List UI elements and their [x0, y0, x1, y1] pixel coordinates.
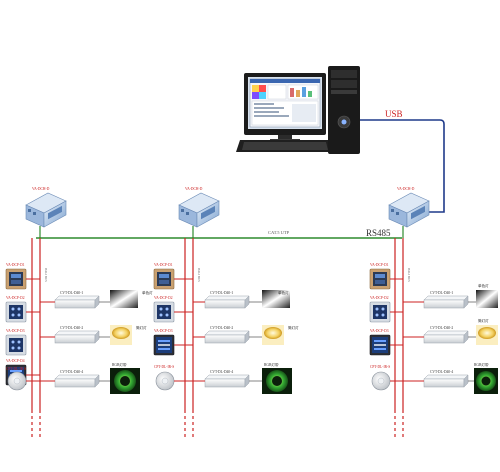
- panel-label: VA-DCP-D4: [6, 359, 25, 363]
- panel-label: VA-DCP-D1: [370, 263, 389, 267]
- lamp-label: RGB灯带: [474, 362, 489, 367]
- driver-label: CVT-DL-D40-1: [430, 291, 453, 295]
- panel-label: VA-DCP-D1: [154, 263, 173, 267]
- panel-label: VA-DCP-D2: [370, 296, 389, 300]
- sensor-1: CPT-DL-IR-S: [370, 365, 403, 391]
- lamp-label: 单色灯: [278, 290, 289, 295]
- panel-label: VA-DCP-D3: [370, 329, 389, 333]
- driver-2: CVT-DL-D40-2: [40, 326, 110, 344]
- panel-1: VA-DCP-D1: [369, 263, 403, 290]
- usb-cable: [360, 119, 445, 213]
- panel-3: VA-DCP-D3: [369, 329, 403, 356]
- gateway-label: VA-DCH-D: [185, 187, 203, 191]
- branch-bus-label: DALI BUS: [44, 268, 48, 282]
- led-strip-icon: RGB灯带: [474, 362, 498, 394]
- driver-label: CVT-DL-D40-1: [60, 291, 83, 295]
- lamp-label: 单色灯: [478, 283, 489, 288]
- driver-label: CVT-DL-D40-2: [210, 326, 233, 330]
- panel-label: VA-DCP-D3: [154, 329, 173, 333]
- led-strip-icon: RGB灯带: [110, 362, 140, 394]
- branch-2: DALI BUS VA-DCP-D1 VA-DCP-D2 VA-DCP-D3 C…: [153, 238, 299, 440]
- driver-2: CVT-DL-D40-2: [193, 326, 262, 344]
- gateway-2: VA-DCH-D: [178, 187, 220, 228]
- gateway-label: VA-DCH-D: [32, 187, 50, 191]
- gateway-1: VA-DCH-D: [25, 187, 67, 228]
- panel-label: VA-DCP-D2: [6, 296, 25, 300]
- sensor-1: CPT-DL-IR-S: [6, 367, 40, 391]
- driver-1: CVT-DL-D40-1: [40, 291, 110, 309]
- ethernet-label: CAT.5 UTP: [268, 230, 290, 235]
- panel-label: VA-DCP-D1: [6, 263, 25, 267]
- rs485-label: RS485: [366, 228, 391, 238]
- lamp-label: 筒灯灯: [136, 325, 147, 330]
- lamp-label: RGB灯带: [112, 362, 127, 367]
- branch-3: DALI BUS VA-DCP-D1 VA-DCP-D2 VA-DCP-D3 C…: [369, 238, 498, 440]
- gateway-label: VA-DCH-D: [397, 187, 415, 191]
- sensor-1: CPT-DL-IR-S: [154, 365, 193, 391]
- lamp-label: RGB灯带: [264, 362, 279, 367]
- driver-1: CVT-DL-D40-1: [193, 291, 262, 309]
- computer-tower: [328, 66, 360, 154]
- branch-1: DALI BUS VA-DCP-D1 VA-DCP-D2 VA-DCP-D3 V…: [5, 238, 153, 440]
- driver-label: CVT-DL-D40-4: [430, 370, 453, 374]
- branch-bus-label: DALI BUS: [407, 268, 411, 282]
- driver-3: CVT-DL-D40-4: [403, 370, 476, 388]
- led-strip-icon: RGB灯带: [262, 362, 292, 394]
- downlight-icon: 筒灯灯: [262, 325, 299, 345]
- downlight-icon: 筒灯灯: [476, 318, 498, 345]
- usb-label: USB: [385, 109, 403, 119]
- driver-label: CVT-DL-D40-2: [60, 326, 83, 330]
- lamp-label: 单色灯: [142, 290, 153, 295]
- driver-1: CVT-DL-D40-1: [403, 291, 476, 309]
- tube-light-icon: 单色灯: [110, 290, 153, 308]
- panel-1: VA-DCP-D1: [5, 263, 40, 290]
- driver-label: CVT-DL-D40-4: [60, 370, 83, 374]
- panel-label: VA-DCP-D3: [6, 329, 25, 333]
- driver-3: CVT-DL-D40-4: [40, 370, 110, 388]
- driver-label: CVT-DL-D40-1: [210, 291, 233, 295]
- panel-3: VA-DCP-D3: [153, 329, 193, 356]
- panel-3: VA-DCP-D3: [5, 329, 27, 356]
- panel-4: VA-DCP-D4: [5, 359, 40, 386]
- driver-3: CVT-DL-D40-4: [193, 370, 262, 388]
- branch-bus-label: DALI BUS: [197, 268, 201, 282]
- sensor-label: CPT-DL-IR-S: [154, 365, 174, 369]
- lamp-label: 筒灯灯: [478, 318, 489, 323]
- gateway-3: VA-DCH-D: [388, 187, 430, 228]
- panel-2: VA-DCP-D2: [153, 296, 193, 323]
- driver-label: CVT-DL-D40-2: [430, 326, 453, 330]
- lamp-label: 筒灯灯: [288, 325, 299, 330]
- panel-2: VA-DCP-D2: [5, 296, 40, 323]
- desktop-computer: [236, 66, 360, 154]
- panel-2: VA-DCP-D2: [369, 296, 403, 323]
- sensor-label: CPT-DL-IR-S: [6, 367, 26, 371]
- panel-label: VA-DCP-D2: [154, 296, 173, 300]
- downlight-icon: 筒灯灯: [110, 325, 147, 345]
- panel-1: VA-DCP-D1: [153, 263, 193, 290]
- driver-label: CVT-DL-D40-4: [210, 370, 233, 374]
- tube-light-icon: 单色灯: [476, 283, 498, 308]
- tube-light-icon: 单色灯: [262, 290, 290, 308]
- driver-2: CVT-DL-D40-2: [403, 326, 476, 344]
- sensor-label: CPT-DL-IR-S: [370, 365, 390, 369]
